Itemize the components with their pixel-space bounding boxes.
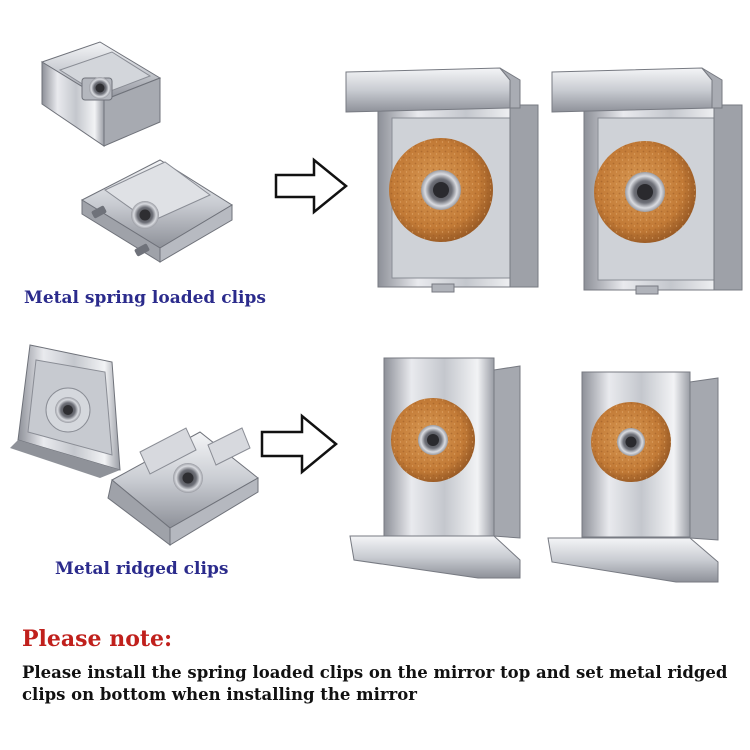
spring-clips-caption: Metal spring loaded clips xyxy=(24,288,266,308)
spring-clip-large-1 xyxy=(345,67,539,293)
spring-clip-small-top xyxy=(40,41,162,147)
arrow-right-icon xyxy=(274,157,348,215)
ridged-clip-large-2 xyxy=(547,371,719,583)
ridged-clip-small-bottom xyxy=(107,427,259,547)
ridged-clip-large-1 xyxy=(349,357,521,579)
ridged-clips-caption: Metal ridged clips xyxy=(55,559,229,579)
spring-clip-small-bottom xyxy=(80,159,233,263)
spring-clip-large-2 xyxy=(551,67,743,295)
note-title: Please note: xyxy=(22,626,173,652)
note-body: Please install the spring loaded clips o… xyxy=(22,663,728,704)
ridged-clip-small-top xyxy=(10,344,121,478)
arrow-right-icon xyxy=(260,413,338,475)
